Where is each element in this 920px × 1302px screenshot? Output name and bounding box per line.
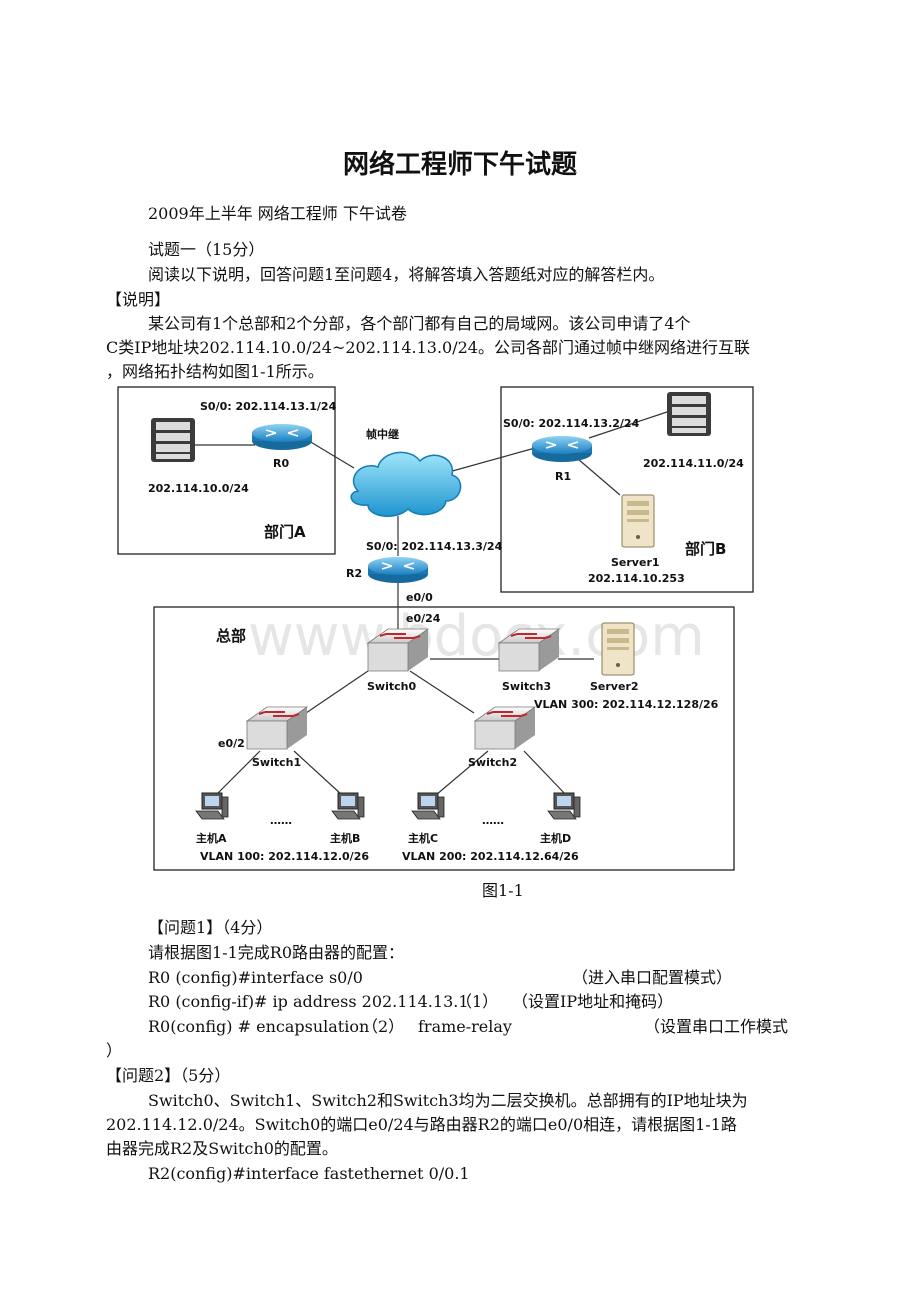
r0-label: R0 [273, 457, 289, 470]
config-command: R2(config)#interface fastethernet 0/0.1 [148, 1164, 470, 1183]
question2-heading: 【问题2】（5分） [106, 1066, 231, 1085]
host-b-pc-icon [331, 792, 365, 820]
question-heading: 试题一（15分） [148, 240, 265, 259]
description-line: ，网络拓扑结构如图1-1所示。 [106, 362, 324, 381]
config-note: （进入串口配置模式） [572, 968, 733, 987]
page-title: 网络工程师下午试题 [342, 150, 577, 180]
server-rack-icon [151, 418, 195, 462]
dept-b-label: 部门B [685, 540, 726, 558]
question1-intro: 请根据图1-1完成R0路由器的配置： [148, 943, 404, 962]
answer-blank: （1） [456, 992, 499, 1011]
host-b-label: 主机B [330, 831, 360, 845]
host-d-pc-icon [547, 792, 581, 820]
config-note-cont: ） [106, 1041, 123, 1060]
r2-label: R2 [346, 567, 362, 580]
question2-text: 202.114.12.0/24。Switch0的端口e0/24与路由器R2的端口… [106, 1115, 737, 1134]
host-d-label: 主机D [540, 831, 571, 845]
vlan200-label: VLAN 200: 202.114.12.64/26 [402, 850, 579, 863]
config-argument: frame-relay [418, 1017, 512, 1036]
router-r2-icon [367, 556, 429, 584]
switch2-icon [474, 706, 536, 750]
dept-b-box [500, 386, 754, 593]
description-line: C类IP地址块202.114.10.0/24~202.114.13.0/24。公… [106, 338, 750, 357]
switch1-label: Switch1 [252, 756, 301, 769]
server1-icon [621, 494, 655, 548]
question2-text: 由器完成R2及Switch0的配置。 [106, 1139, 338, 1158]
hq-box [153, 606, 735, 871]
net-a-label: 202.114.10.0/24 [148, 482, 249, 495]
host-dots: …… [482, 814, 504, 827]
switch0-label: Switch0 [367, 680, 416, 693]
description-label: 【说明】 [106, 290, 171, 309]
exam-subtitle: 2009年上半年 网络工程师 下午试卷 [148, 204, 407, 223]
config-command: R0 (config)#interface s0/0 [148, 968, 363, 987]
question1-heading: 【问题1】（4分） [148, 918, 273, 937]
config-note: （设置串口工作模式 [644, 1017, 789, 1036]
switch1-icon [246, 706, 308, 750]
config-command: R0 (config-if)# ip address 202.114.13.1 [148, 992, 469, 1011]
r2-e00-label: e0/0 [406, 591, 433, 604]
server-rack-icon [667, 392, 711, 436]
router-r1-icon [531, 435, 593, 463]
server1-ip-label: 202.114.10.253 [588, 572, 685, 585]
host-a-pc-icon [195, 792, 229, 820]
net-b-label: 202.114.11.0/24 [643, 457, 744, 470]
vlan100-label: VLAN 100: 202.114.12.0/26 [200, 850, 369, 863]
frame-relay-cloud-icon [350, 451, 462, 517]
question2-text: Switch0、Switch1、Switch2和Switch3均为二层交换机。总… [148, 1091, 748, 1110]
server1-label: Server1 [611, 556, 660, 569]
instruction-text: 阅读以下说明，回答问题1至问题4，将解答填入答题纸对应的解答栏内。 [148, 265, 665, 284]
frame-relay-label: 帧中继 [366, 427, 399, 441]
config-note: （设置IP地址和掩码） [512, 992, 674, 1011]
sw1-e02-label: e0/2 [218, 737, 245, 750]
hq-label: 总部 [216, 627, 246, 645]
r1-s00-label: S0/0: 202.114.13.2/24 [503, 417, 640, 430]
config-command: R0(config) # encapsulation [148, 1017, 370, 1036]
r0-s00-label: S0/0: 202.114.13.1/24 [200, 400, 337, 413]
dept-a-label: 部门A [264, 523, 306, 541]
sw0-e024-label: e0/24 [406, 612, 441, 625]
r1-label: R1 [555, 470, 571, 483]
figure-caption: 图1-1 [482, 881, 524, 900]
host-a-label: 主机A [196, 831, 227, 845]
host-dots: …… [270, 814, 292, 827]
description-line: 某公司有1个总部和2个分部，各个部门都有自己的局域网。该公司申请了4个 [148, 314, 691, 333]
answer-blank: （2） [362, 1017, 405, 1036]
r2-s00-label: S0/0: 202.114.13.3/24 [366, 540, 503, 553]
host-c-label: 主机C [408, 831, 438, 845]
vlan300-label: VLAN 300: 202.114.12.128/26 [534, 698, 719, 711]
host-c-pc-icon [411, 792, 445, 820]
switch3-label: Switch3 [502, 680, 551, 693]
network-topology-diagram: www.bdocx.com S0/0: 202.114.13.1/24 R0 2… [117, 386, 754, 871]
router-r0-icon [251, 423, 313, 451]
server2-icon [601, 622, 635, 676]
switch2-label: Switch2 [468, 756, 517, 769]
dept-a-box [117, 386, 336, 555]
server2-label: Server2 [590, 680, 639, 693]
